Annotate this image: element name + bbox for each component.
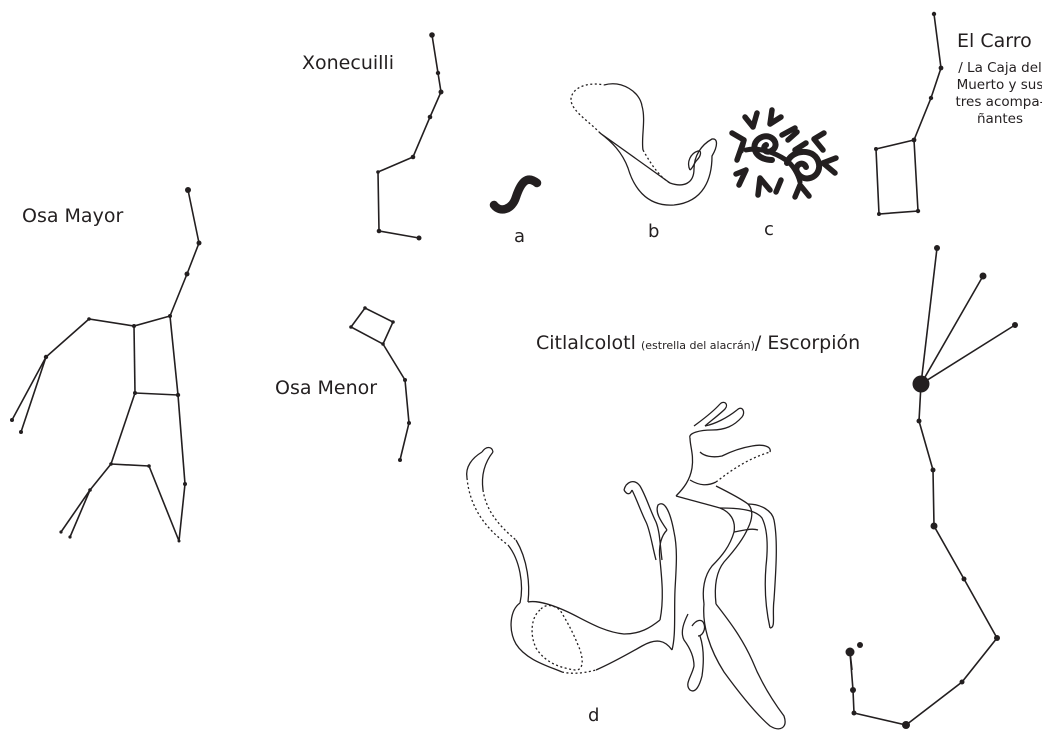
- osa-mayor-constellation: [10, 187, 202, 543]
- glyph-d-scorpion-outline: [467, 402, 785, 728]
- osa-mayor-label: Osa Mayor: [22, 205, 123, 227]
- citlalcolotl-label: Citlalcolotl (estrella del alacrán)/ Esc…: [536, 332, 860, 354]
- el-carro-constellation: [874, 12, 943, 216]
- glyph-a-serpent: [494, 180, 537, 210]
- glyph-c-spiral-cluster: [732, 110, 836, 197]
- el-carro-sublabel: / La Caja del Muerto y sus tres acompa-ñ…: [955, 60, 1042, 128]
- escorpion-name: / Escorpión: [755, 332, 860, 354]
- xonecuilli-label: Xonecuilli: [302, 52, 394, 74]
- escorpion-constellation: [846, 245, 1019, 729]
- citlalcolotl-translation: (estrella del alacrán): [641, 339, 755, 352]
- el-carro-label: El Carro: [957, 30, 1032, 52]
- glyph-b-letter: b: [648, 221, 659, 242]
- glyph-a-letter: a: [514, 226, 525, 247]
- glyph-b-outline: [571, 84, 717, 205]
- glyph-c-letter: c: [764, 219, 774, 240]
- citlalcolotl-name: Citlalcolotl: [536, 332, 636, 354]
- osa-menor-label: Osa Menor: [275, 377, 377, 399]
- glyph-d-letter: d: [588, 705, 599, 726]
